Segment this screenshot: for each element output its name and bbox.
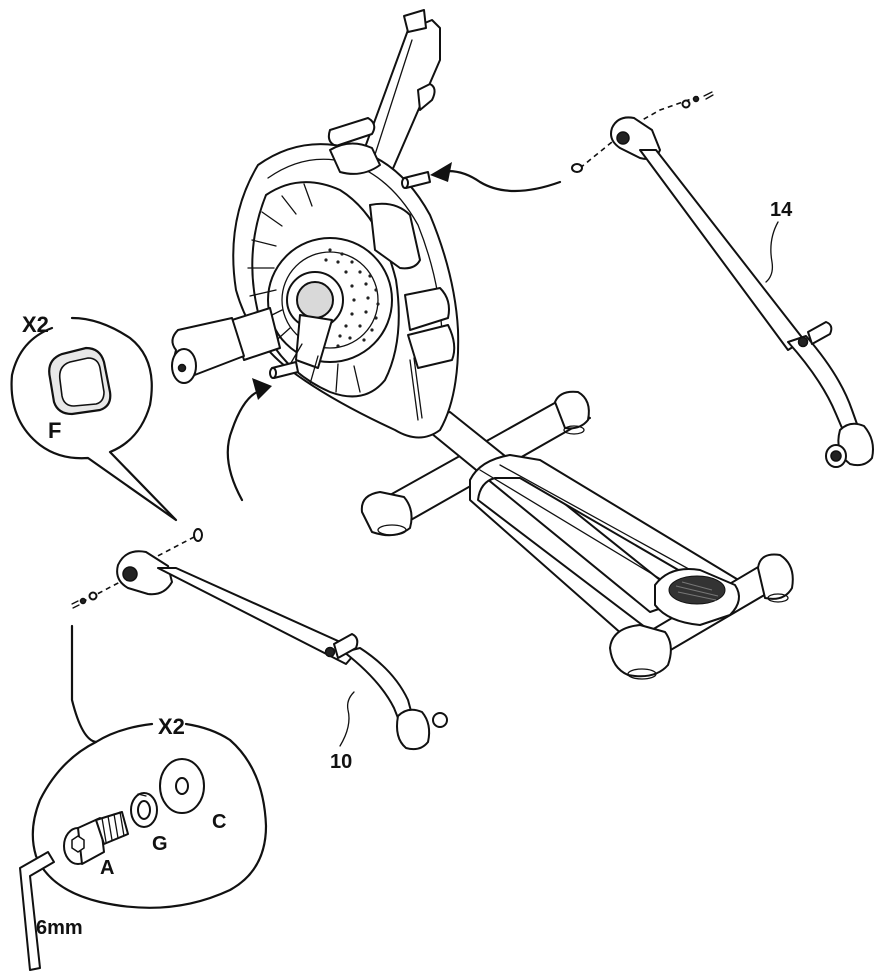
right-arm-assembly	[571, 91, 874, 468]
part-letter-a: A	[100, 857, 114, 879]
part-number-14-callout: 14	[765, 199, 793, 283]
left-axle-pin	[269, 361, 299, 379]
seat-post	[327, 9, 441, 181]
callout-bottom-quantity: X2	[158, 714, 185, 739]
part-letter-c: C	[212, 811, 226, 833]
front-foot-pad	[654, 568, 740, 626]
right-axle-pin	[401, 171, 431, 189]
left-crank-stub	[171, 307, 281, 384]
callout-bubble-bottom: X2 A G C 6mm	[19, 624, 268, 971]
part-number-14: 14	[770, 199, 793, 221]
part-number-10: 10	[330, 751, 352, 773]
part-number-10-callout: 10	[330, 691, 355, 773]
flywheel-perforations	[324, 248, 380, 348]
callout-bubble-top: X2 F	[10, 312, 178, 522]
flat-washer-part-c: C	[159, 758, 226, 833]
left-arm-assembly	[71, 528, 448, 751]
part-letter-g: G	[152, 833, 168, 855]
flywheel-housing	[232, 142, 460, 439]
part-letter-f: F	[48, 418, 61, 443]
lock-washer-part-g: G	[130, 792, 168, 855]
bolt-part-a: A	[63, 811, 129, 879]
hex-key-label: 6mm	[36, 917, 83, 939]
callout-top-quantity: X2	[22, 312, 49, 337]
arrow-to-right-axle	[430, 162, 562, 193]
hex-key-tool: 6mm	[19, 851, 83, 971]
arrow-to-left-axle	[226, 378, 272, 502]
